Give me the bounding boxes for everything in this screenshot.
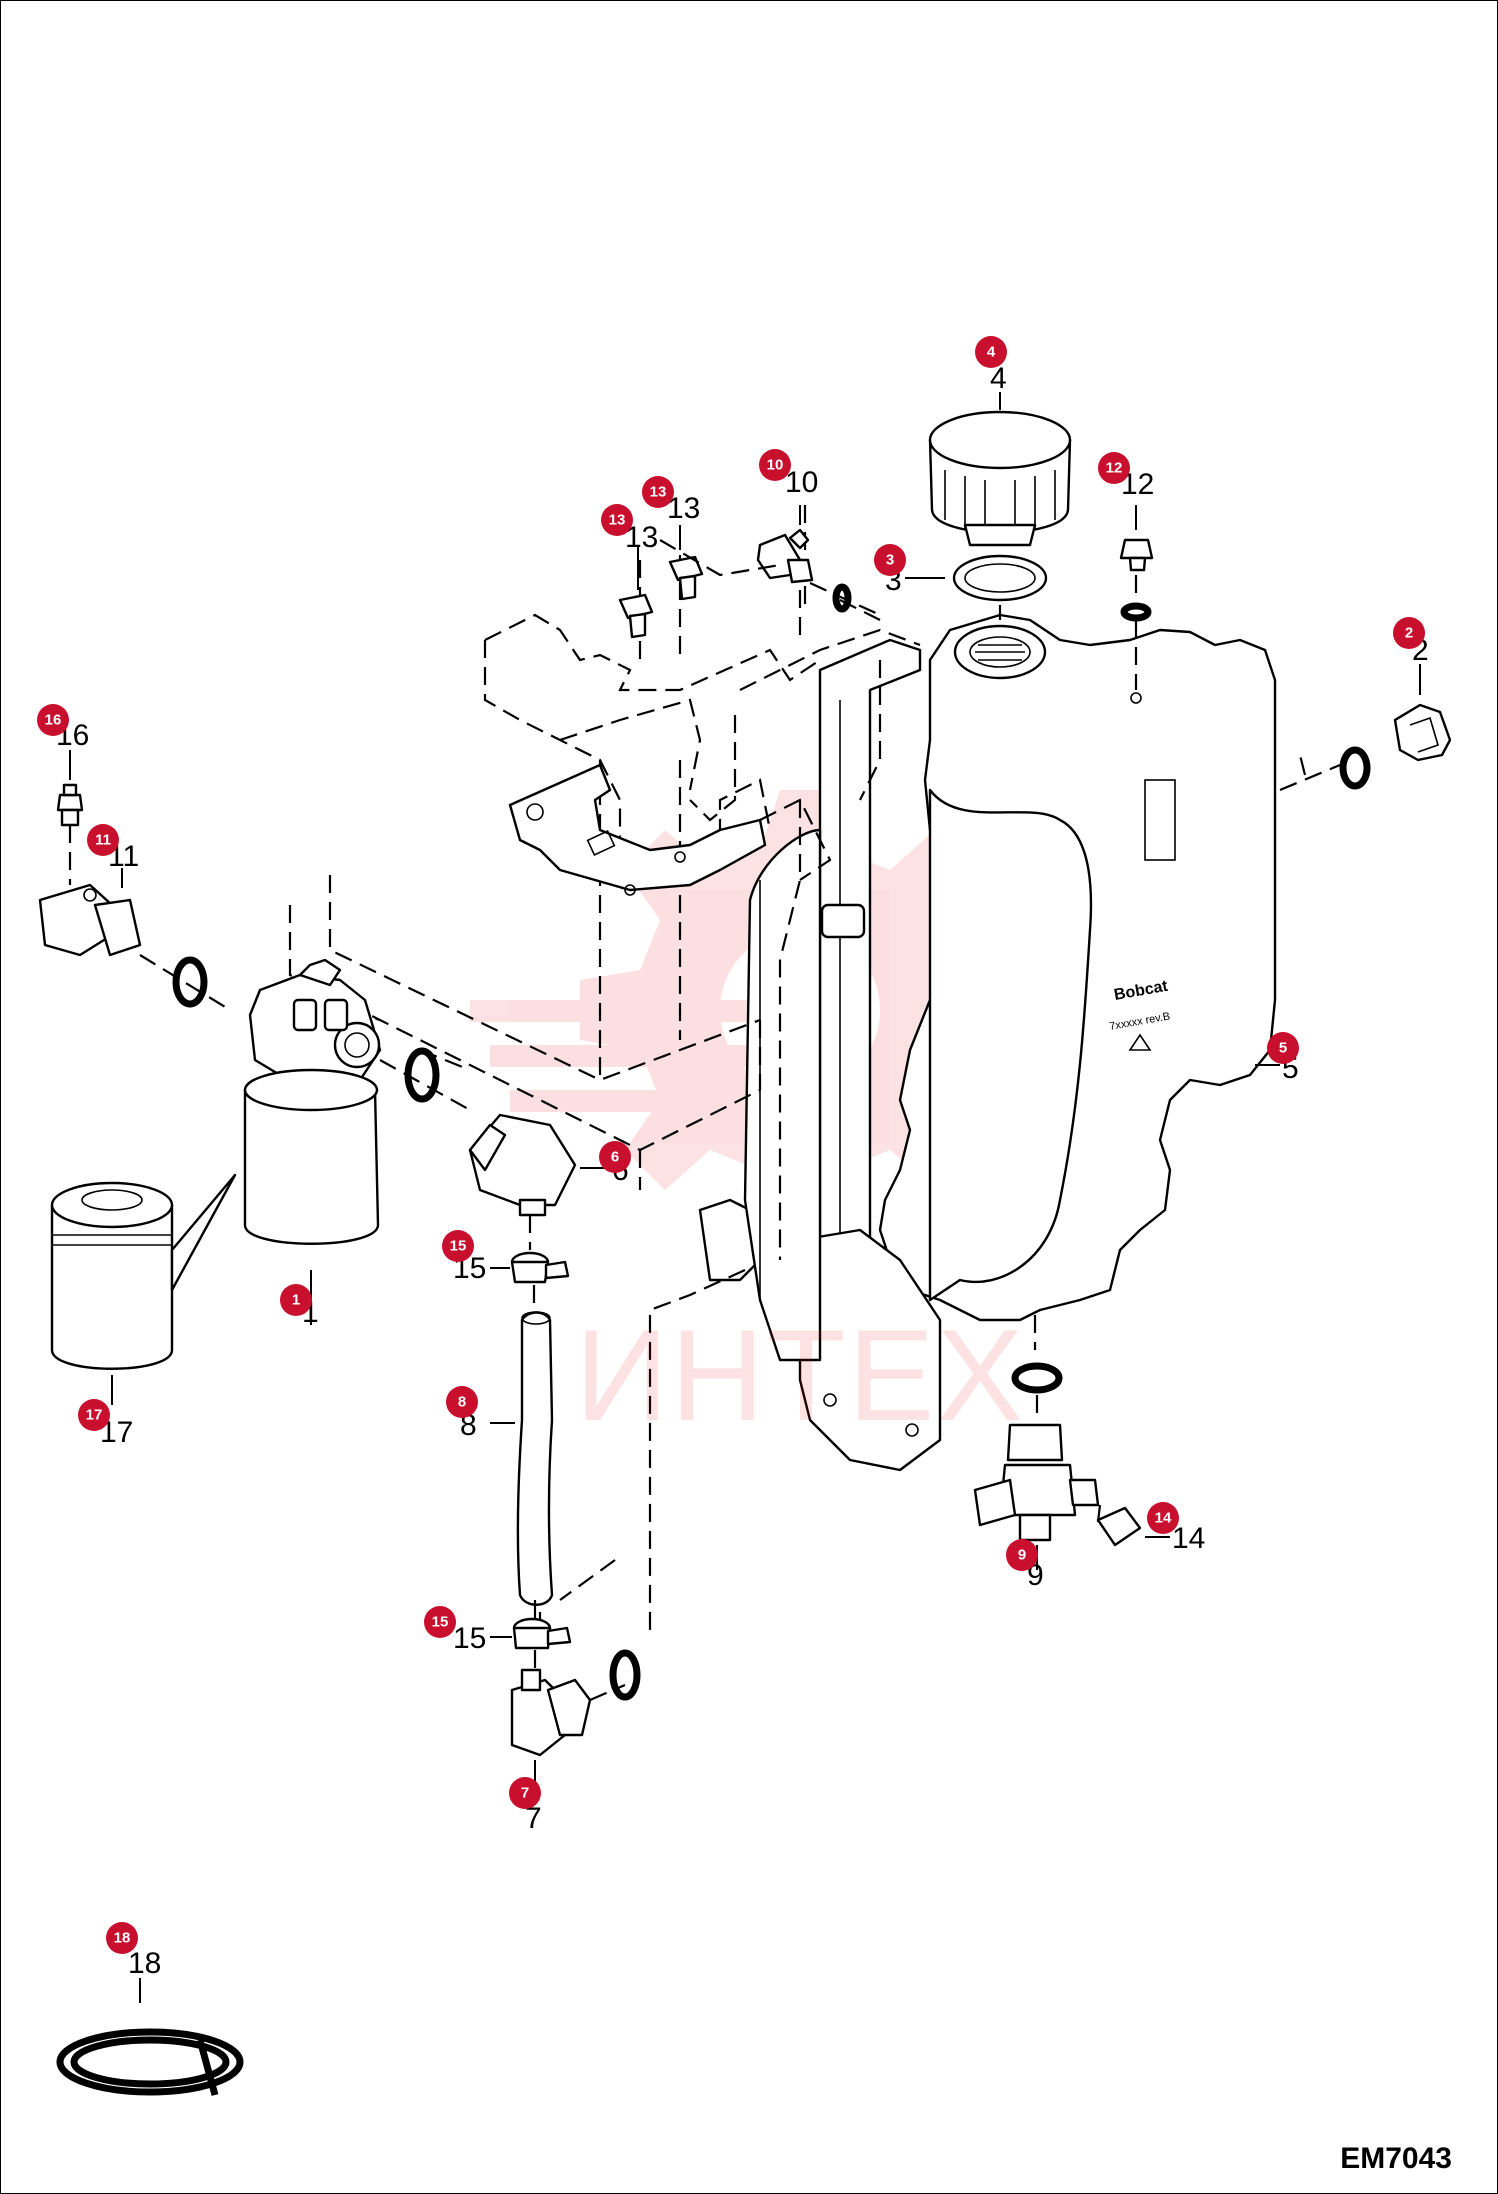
callout-12[interactable]: 12	[1098, 452, 1130, 484]
connection-lines	[68, 539, 1138, 1702]
callout-7[interactable]: 7	[509, 1777, 541, 1809]
tank-plug-top	[1119, 538, 1154, 704]
callout-15b[interactable]: 15	[424, 1606, 456, 1638]
fuel-hose	[516, 1311, 554, 1606]
svg-text:16: 16	[45, 712, 62, 729]
callout-9[interactable]: 9	[1006, 1539, 1038, 1571]
svg-text:3: 3	[886, 552, 894, 569]
elbow-11	[38, 883, 208, 1008]
svg-text:12: 12	[1106, 460, 1123, 477]
clamp-upper	[510, 1251, 570, 1284]
svg-text:2: 2	[1405, 625, 1413, 642]
watermark-text: ИНТЕХ	[575, 1302, 1026, 1448]
svg-text:17: 17	[86, 1407, 103, 1424]
mounting-bracket	[508, 763, 767, 896]
callout-3[interactable]: 3	[874, 544, 906, 576]
num-15b: 15	[453, 1622, 486, 1655]
num-14: 14	[1172, 1522, 1205, 1555]
callout-1[interactable]: 1	[280, 1284, 312, 1316]
svg-text:13: 13	[609, 512, 626, 529]
svg-text:11: 11	[95, 832, 111, 849]
tee-fitting	[973, 1362, 1100, 1542]
svg-text:15: 15	[432, 1614, 449, 1631]
bolt-left	[618, 593, 654, 639]
callout-8[interactable]: 8	[446, 1386, 478, 1418]
svg-text:1: 1	[292, 1292, 300, 1309]
callout-11[interactable]: 11	[87, 824, 119, 856]
svg-text:7: 7	[521, 1785, 529, 1802]
callout-17[interactable]: 17	[78, 1399, 110, 1431]
hose-coil	[56, 2028, 244, 2096]
plug-16	[56, 783, 84, 827]
vent-elbow	[756, 528, 852, 613]
callout-18[interactable]: 18	[106, 1922, 138, 1954]
svg-text:14: 14	[1155, 1510, 1172, 1527]
clamp-lower	[512, 1617, 572, 1650]
cap-nut	[1096, 1506, 1142, 1547]
num-18: 18	[128, 1947, 161, 1980]
fuel-cap	[928, 410, 1072, 547]
bolt-right	[668, 555, 704, 601]
callout-6[interactable]: 6	[599, 1141, 631, 1173]
callout-13a[interactable]: 13	[601, 504, 633, 536]
svg-text:9: 9	[1018, 1547, 1026, 1564]
filter-element	[50, 1173, 237, 1370]
drawing-code: EM7043	[1340, 2142, 1452, 2175]
svg-text:6: 6	[611, 1149, 619, 1166]
callout-16[interactable]: 16	[37, 704, 69, 736]
drain-plug-side	[1339, 703, 1452, 790]
svg-text:13: 13	[650, 484, 667, 501]
callout-15a[interactable]: 15	[442, 1230, 474, 1262]
num-7: 7	[525, 1802, 542, 1835]
svg-text:8: 8	[458, 1394, 466, 1411]
callout-14[interactable]: 14	[1147, 1502, 1179, 1534]
svg-text:15: 15	[450, 1238, 467, 1255]
callout-2[interactable]: 2	[1393, 617, 1425, 649]
callout-5[interactable]: 5	[1267, 1032, 1299, 1064]
callout-4[interactable]: 4	[975, 336, 1007, 368]
svg-text:4: 4	[987, 344, 996, 361]
num-4: 4	[990, 362, 1007, 395]
callout-10[interactable]: 10	[759, 449, 791, 481]
tank-assembly: Bobcat 7xxxxx rev.B	[698, 613, 1277, 1472]
elbow-7	[510, 1649, 641, 1757]
svg-text:5: 5	[1279, 1040, 1287, 1057]
fuel-filter	[243, 958, 440, 1245]
svg-text:10: 10	[767, 457, 784, 474]
svg-text:18: 18	[114, 1930, 131, 1947]
cap-gasket	[952, 554, 1048, 602]
leader-lines	[69, 392, 1421, 2003]
num-10: 10	[785, 466, 818, 499]
elbow-6	[468, 1113, 577, 1217]
callout-13b[interactable]: 13	[642, 476, 674, 508]
